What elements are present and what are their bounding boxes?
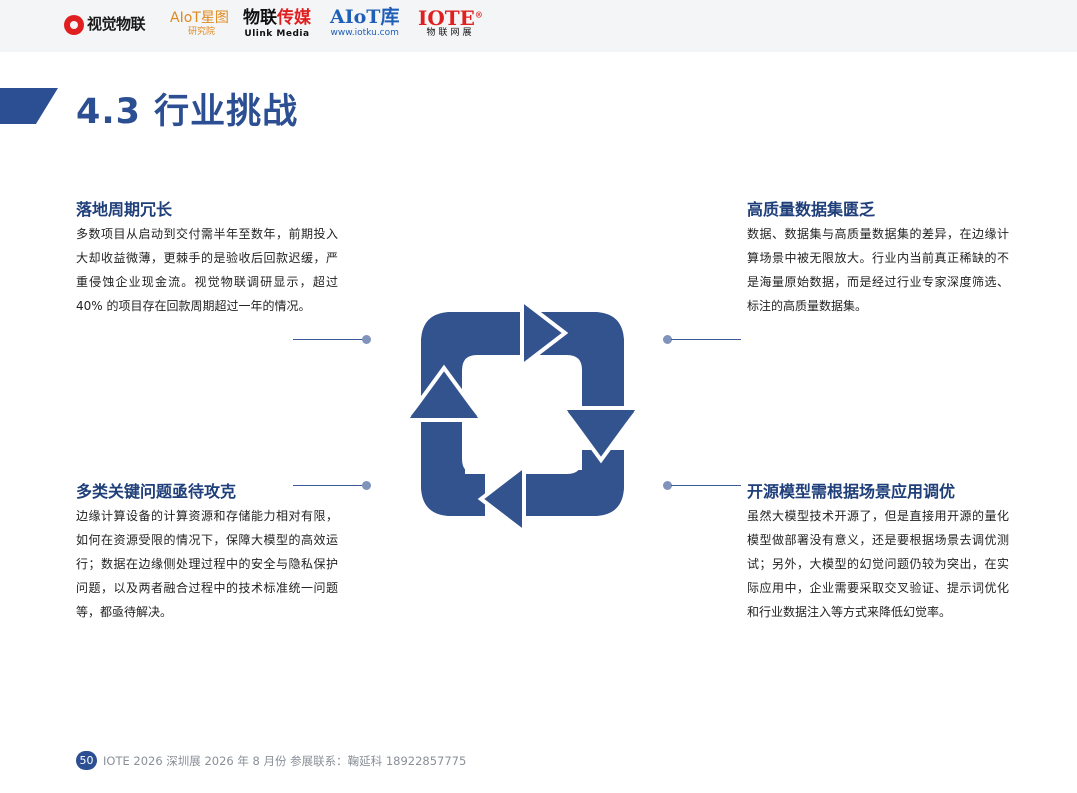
aiotku-logo-main: AIoT库 <box>330 6 400 28</box>
ulink-logo-sub: Ulink Media <box>244 29 310 39</box>
ulink-logo-red: 传媒 <box>277 8 311 28</box>
iote-logo-main: IOTE® <box>418 6 483 30</box>
section-body-key-problems: 边缘计算设备的计算资源和存储能力相对有限，如何在资源受限的情况下，保障大模型的高… <box>76 509 338 619</box>
connector-line-top-left <box>293 339 363 340</box>
connector-line-bottom-right <box>671 485 741 486</box>
page-title: 4.3 行业挑战 <box>76 92 299 132</box>
ulink-logo-black: 物联 <box>243 8 277 28</box>
section-body-open-source-tuning: 虽然大模型技术开源了，但是直接用开源的量化模型做部署没有意义，还是要根据场景去调… <box>747 509 1009 619</box>
sjwl-logo-mark-icon <box>64 14 84 35</box>
section-heading-open-source-tuning: 开源模型需根据场景应用调优 <box>747 482 956 501</box>
aiotku-logo-url: www.iotku.com <box>330 28 399 38</box>
iote-registered-mark: ® <box>474 9 483 20</box>
sjwl-logo: 视觉物联 <box>64 13 146 35</box>
title-accent-tab <box>0 88 58 124</box>
connector-dot-bottom-right <box>663 481 672 490</box>
footer-contact-text: IOTE 2026 深圳展 2026 年 8 月份 参展联系：鞠延科 18922… <box>103 754 467 768</box>
connector-dot-bottom-left <box>362 481 371 490</box>
page-number-badge: 50 <box>76 751 97 770</box>
ulink-media-logo: 物联传媒 Ulink Media <box>243 10 311 39</box>
header-logo-bar: 视觉物联 AIoT星图 研究院 物联传媒 Ulink Media AIoT库 w… <box>0 0 1077 52</box>
iote-logo: IOTE® 物联网展 <box>418 8 483 38</box>
sjwl-logo-text: 视觉物联 <box>87 15 146 33</box>
connector-dot-top-right <box>663 335 672 344</box>
connector-line-top-right <box>671 339 741 340</box>
connector-line-bottom-left <box>293 485 363 486</box>
connector-dot-top-left <box>362 335 371 344</box>
section-heading-key-problems: 多类关键问题亟待攻克 <box>76 482 237 501</box>
aiotku-logo: AIoT库 www.iotku.com <box>330 8 399 38</box>
ulink-logo-main: 物联传媒 <box>243 8 311 28</box>
iote-logo-word: IOTE <box>418 6 475 30</box>
iote-logo-sub: 物联网展 <box>426 28 475 38</box>
aiot-xingtu-logo: AIoT星图 研究院 <box>170 9 229 37</box>
section-body-dataset-scarcity: 数据、数据集与高质量数据集的差异，在边缘计算场景中被无限放大。行业内当前真正稀缺… <box>747 227 1009 313</box>
section-heading-dataset-scarcity: 高质量数据集匮乏 <box>747 200 876 219</box>
section-body-landing-cycle: 多数项目从启动到交付需半年至数年，前期投入大却收益微薄，更棘手的是验收后回款迟缓… <box>76 227 338 313</box>
cycle-arrows-icon <box>405 300 640 532</box>
aiot-logo-sub: 研究院 <box>188 27 216 37</box>
section-heading-landing-cycle: 落地周期冗长 <box>76 200 173 219</box>
aiot-logo-main: AIoT星图 <box>170 10 229 26</box>
